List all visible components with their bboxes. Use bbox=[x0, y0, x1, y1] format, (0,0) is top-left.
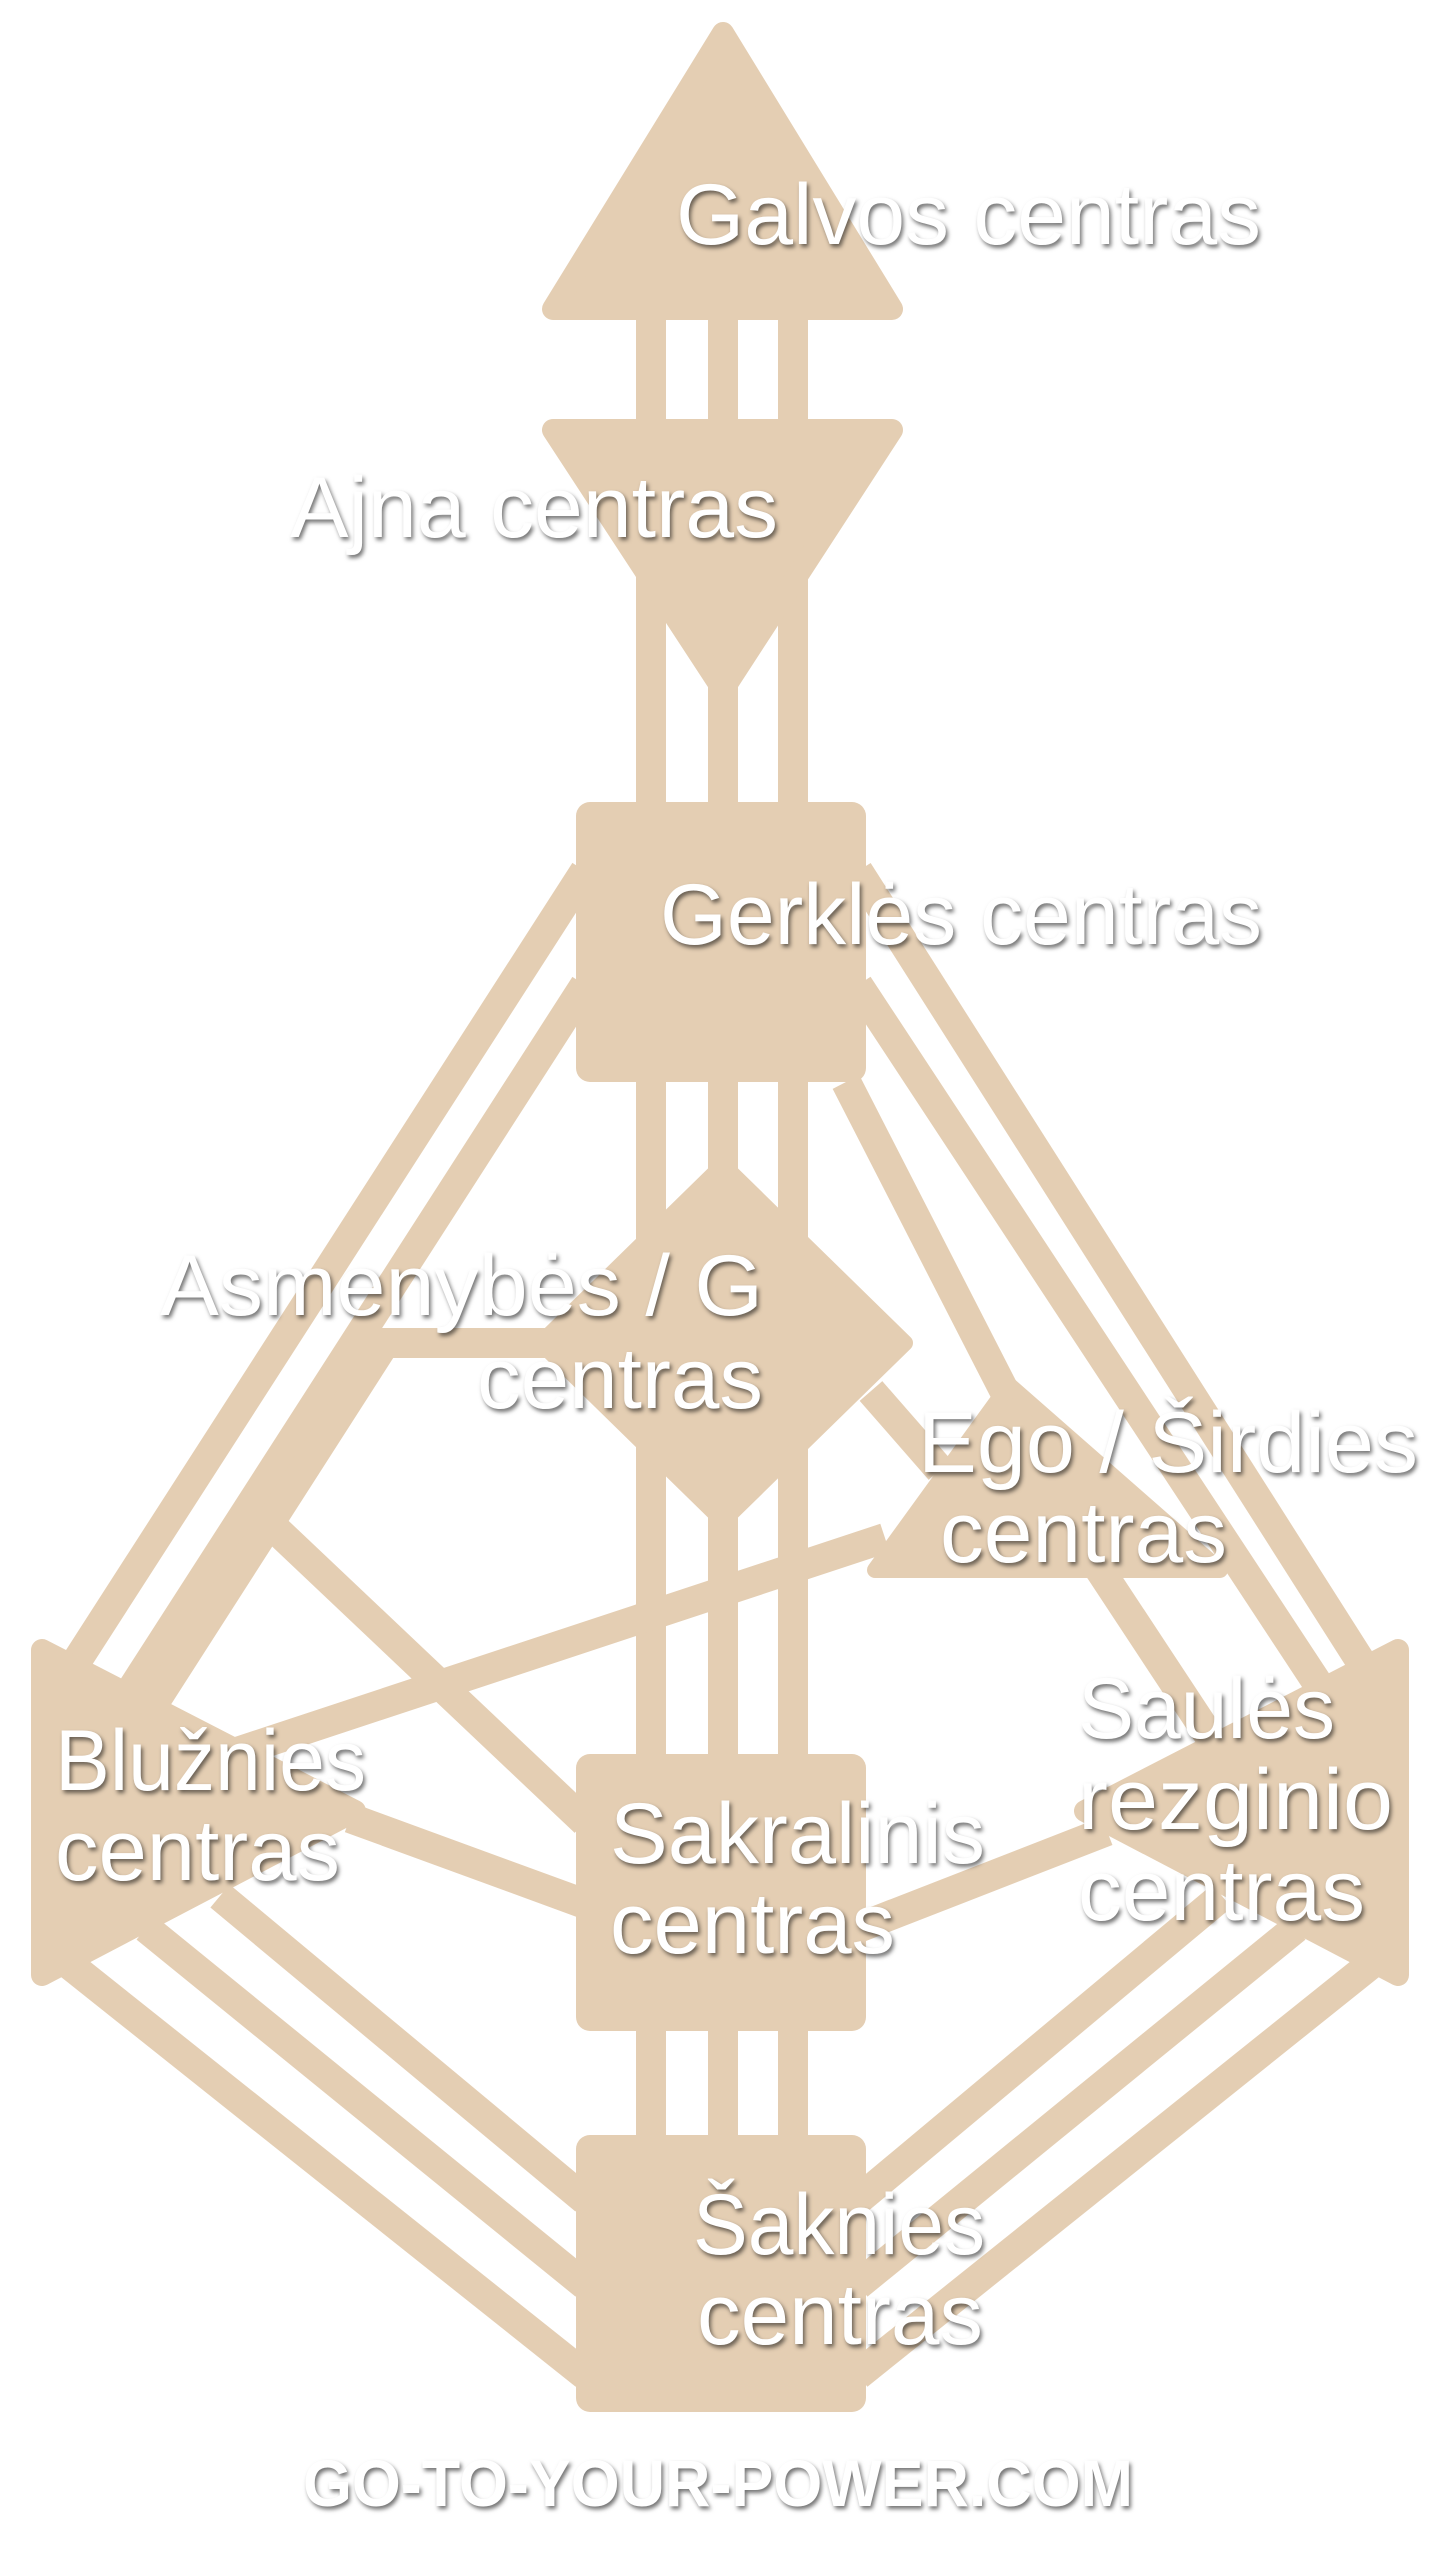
solar-plexus-center[interactable] bbox=[1074, 1639, 1409, 1986]
channel bbox=[49, 862, 598, 1693]
centers bbox=[31, 22, 1409, 2412]
channel bbox=[852, 1817, 1113, 1942]
solar-plexus-label-line1: Saulės bbox=[1078, 1661, 1335, 1757]
channel bbox=[223, 1523, 890, 1770]
watermark: GO-TO-YOUR-POWER.COM bbox=[303, 2446, 1133, 2520]
ajna-center[interactable] bbox=[542, 419, 903, 701]
spleen-center[interactable] bbox=[31, 1639, 366, 1986]
sacral-label-line2: centras bbox=[610, 1876, 895, 1972]
channel bbox=[832, 1075, 1023, 1407]
channel bbox=[848, 1916, 1306, 2297]
head-label: Galvos centras bbox=[676, 167, 1261, 263]
channel bbox=[136, 1916, 595, 2297]
g-label-line1: Asmenybės / G bbox=[160, 1238, 763, 1334]
ego-center[interactable] bbox=[867, 1377, 1228, 1578]
labels: Galvos centras Ajna centras Gerklės cent… bbox=[55, 167, 1418, 2363]
solar-plexus-label-line2: rezginio bbox=[1078, 1752, 1393, 1848]
channel bbox=[112, 976, 598, 1709]
channel bbox=[848, 1949, 1385, 2387]
ajna-label: Ajna centras bbox=[290, 460, 778, 556]
sacral-center[interactable] bbox=[576, 1754, 866, 2031]
sacral-label-line1: Sakralinis bbox=[610, 1786, 985, 1882]
channel bbox=[845, 862, 1388, 1693]
channel bbox=[859, 1381, 952, 1480]
channel bbox=[848, 1884, 1232, 2212]
channel bbox=[845, 976, 1331, 1693]
spleen-label-line2: centras bbox=[55, 1803, 340, 1899]
ego-label-line1: Ego / Širdies bbox=[918, 1395, 1418, 1491]
head-center[interactable] bbox=[542, 22, 903, 320]
throat-center[interactable] bbox=[576, 802, 866, 1082]
throat-label: Gerklės centras bbox=[660, 867, 1262, 963]
channel bbox=[55, 1949, 595, 2387]
g-center[interactable] bbox=[533, 1157, 913, 1529]
spleen-label-line1: Blužnies bbox=[55, 1713, 366, 1809]
channel bbox=[257, 1511, 596, 1833]
channel bbox=[210, 1884, 595, 2212]
solar-plexus-label-line3: centras bbox=[1078, 1843, 1365, 1939]
channel bbox=[344, 1803, 591, 1919]
g-label-line2: centras bbox=[477, 1331, 763, 1427]
root-center[interactable] bbox=[576, 2135, 866, 2412]
ego-label-line2: centras bbox=[940, 1485, 1227, 1581]
root-label-line2: centras bbox=[697, 2267, 983, 2363]
root-label-line1: Šaknies bbox=[693, 2177, 985, 2273]
